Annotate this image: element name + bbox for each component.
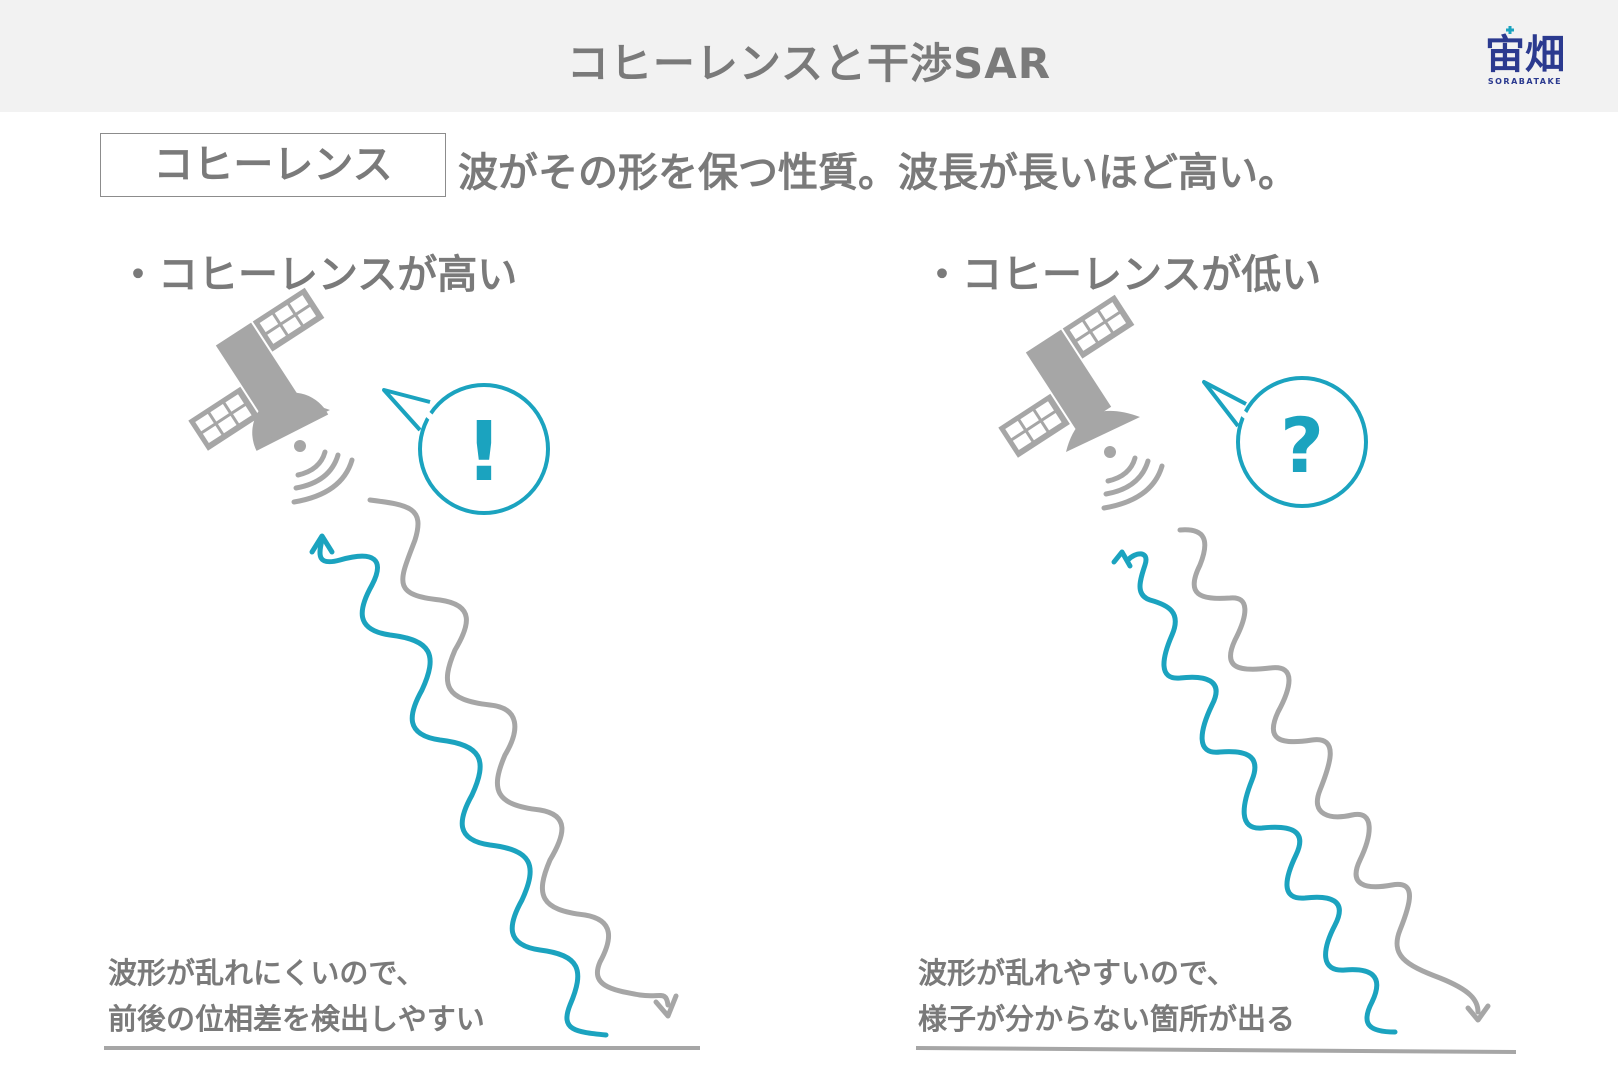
term-box: コヒーレンス [100, 133, 446, 197]
caption-high-line1: 波形が乱れにくいので、 [108, 956, 426, 990]
heading-high-coherence: ・コヒーレンスが高い [118, 252, 518, 298]
sorabatake-logo: 宙畑 SORABATAKE [1476, 18, 1574, 90]
header-bar: コヒーレンスと干渉SAR 宙畑 SORABATAKE [0, 0, 1618, 112]
page-title: コヒーレンスと干渉SAR [566, 39, 1052, 88]
return-wave-left [317, 537, 609, 1038]
caption-high-line2: 前後の位相差を検出しやすい [108, 1002, 485, 1036]
speech-bubble-icon-right: ? [1202, 376, 1368, 508]
arrowhead-gray-left [653, 993, 679, 1019]
ground-line-right [915, 1046, 1517, 1054]
satellite-icon-left [188, 287, 330, 451]
logo-icon: 宙畑 SORABATAKE [1485, 26, 1565, 86]
arrowhead-teal-right [1111, 549, 1133, 569]
arrowhead-gray-right [1465, 1003, 1491, 1023]
speech-bubble-icon-left: ! [382, 383, 550, 515]
signal-wave-icon-left [291, 440, 355, 505]
return-wave-right [1125, 551, 1398, 1035]
term-definition: 波がその形を保つ性質。波長が長いほど高い。 [458, 150, 1298, 196]
logo-sub-text: SORABATAKE [1488, 77, 1562, 86]
signal-wave-icon-right [1101, 446, 1165, 511]
caption-low-coherence: 波形が乱れやすいので、 様子が分からない箇所が出る [918, 950, 1295, 1042]
bubble-symbol-left: ! [465, 405, 502, 500]
arrowhead-teal-left [309, 533, 335, 555]
bubble-symbol-right: ? [1280, 401, 1324, 490]
logo-plus-mark [1506, 26, 1514, 34]
satellite-icon-right [998, 294, 1140, 458]
outgoing-wave-right [1177, 527, 1481, 1015]
caption-low-line1: 波形が乱れやすいので、 [918, 956, 1236, 990]
logo-main-text: 宙畑 [1485, 32, 1565, 78]
heading-low-coherence: ・コヒーレンスが低い [922, 252, 1322, 298]
outgoing-wave-left [367, 497, 671, 1008]
caption-low-line2: 様子が分からない箇所が出る [918, 1002, 1296, 1036]
caption-high-coherence: 波形が乱れにくいので、 前後の位相差を検出しやすい [108, 950, 485, 1042]
